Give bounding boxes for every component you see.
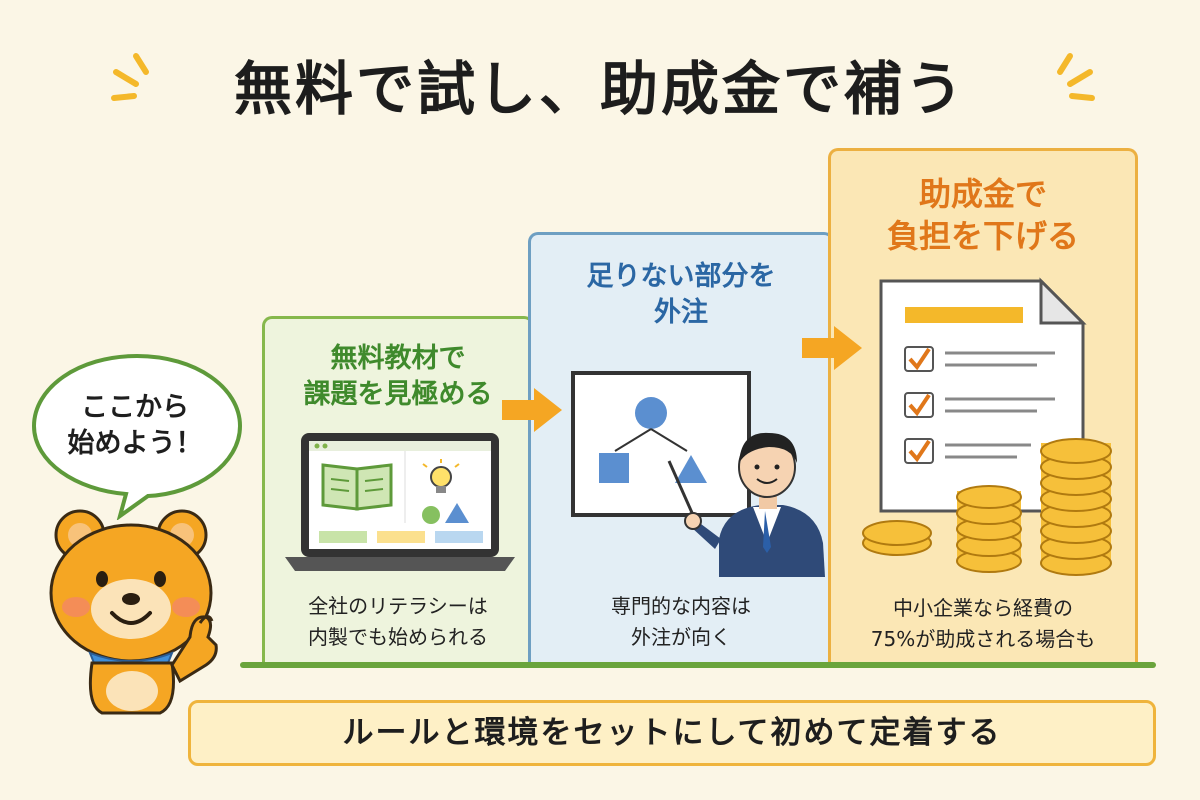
step-2-caption: 専門的な内容は 外注が向く	[531, 591, 831, 653]
mascot-speech-line-1: ここから	[81, 392, 189, 423]
step-1-title-line-1: 無料教材で	[330, 343, 466, 374]
arrow-right-icon	[802, 326, 862, 370]
bear-mascot-icon	[49, 509, 218, 715]
step-3-caption-line-1: 中小企業なら経費の	[893, 596, 1073, 620]
step-1-caption-line-1: 全社のリテラシーは	[308, 594, 488, 618]
step-2-title-line-2: 外注	[654, 296, 708, 328]
presenter-icon	[571, 371, 825, 577]
step-3-title-line-2: 負担を下げる	[886, 217, 1079, 256]
step-3-title: 助成金で 負担を下げる	[831, 173, 1135, 257]
step-1-caption: 全社のリテラシーは 内製でも始められる	[265, 591, 531, 653]
step-2-caption-line-1: 専門的な内容は	[611, 594, 751, 618]
step-2-title-line-1: 足りない部分を	[586, 261, 776, 292]
mascot-speech-line-2: 始めよう！	[67, 428, 203, 460]
step-2-title: 足りない部分を 外注	[531, 259, 831, 330]
arrow-right-icon	[502, 388, 562, 432]
step-1-panel: 無料教材で 課題を見極める 全社のリテラシーは 内製でも始められる	[262, 316, 534, 666]
step-1-title: 無料教材で 課題を見極める	[265, 341, 531, 412]
spark-right-icon	[1057, 53, 1095, 101]
speech-bubble-icon	[31, 353, 243, 520]
step-1-title-line-2: 課題を見極める	[303, 378, 493, 410]
step-2-panel: 足りない部分を 外注 専門的な内容は 外注が向く	[528, 232, 834, 666]
footer-banner: ルールと環境をセットにして初めて定着する	[188, 700, 1156, 766]
step-3-caption: 中小企業なら経費の 75%が助成される場合も	[831, 593, 1135, 655]
step-3-panel: 助成金で 負担を下げる	[828, 148, 1138, 666]
step-2-caption-line-2: 外注が向く	[631, 625, 731, 649]
document-coins-icon	[862, 277, 1112, 576]
page-title: 無料で試し、助成金で補う	[233, 55, 966, 123]
spark-left-icon	[111, 53, 149, 101]
step-3-title-line-1: 助成金で	[918, 175, 1047, 213]
step-1-caption-line-2: 内製でも始められる	[308, 625, 488, 649]
mascot-speech: ここから 始めよう！	[40, 390, 230, 463]
laptop-icon	[285, 433, 515, 571]
ground-line	[240, 662, 1156, 668]
step-3-caption-line-2: 75%が助成される場合も	[870, 627, 1096, 651]
